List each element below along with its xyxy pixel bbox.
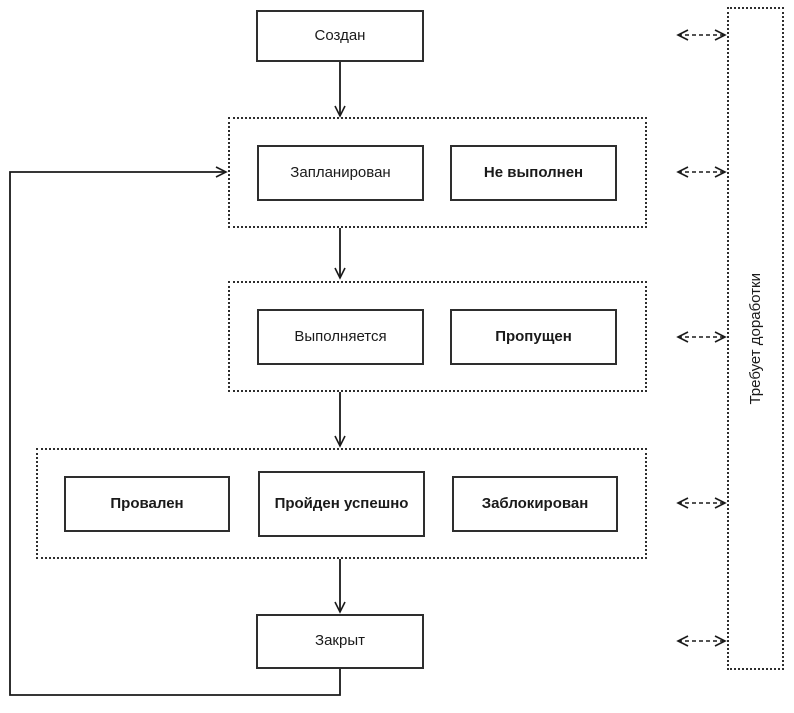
arrow-closed-loop-to-planned-group bbox=[9, 166, 341, 696]
node-closed: Закрыт bbox=[256, 614, 424, 669]
node-passed: Пройден успешно bbox=[258, 471, 425, 537]
node-not-executed-label: Не выполнен bbox=[483, 163, 584, 181]
node-created-label: Создан bbox=[314, 26, 366, 44]
rework-panel: Требует доработки bbox=[727, 7, 784, 670]
node-blocked: Заблокирован bbox=[452, 476, 618, 532]
node-planned: Запланирован bbox=[257, 145, 424, 201]
node-failed: Провален bbox=[64, 476, 230, 532]
node-planned-label: Запланирован bbox=[290, 163, 391, 181]
node-skipped-label: Пропущен bbox=[495, 327, 572, 345]
node-passed-label: Пройден успешно bbox=[274, 494, 409, 512]
node-not-executed: Не выполнен bbox=[450, 145, 617, 201]
rework-panel-label: Требует доработки bbox=[747, 272, 764, 405]
group-planned bbox=[228, 117, 647, 228]
group-result bbox=[36, 448, 647, 559]
node-skipped: Пропущен bbox=[450, 309, 617, 365]
group-executing bbox=[228, 281, 647, 392]
node-closed-label: Закрыт bbox=[315, 632, 365, 650]
node-blocked-label: Заблокирован bbox=[481, 494, 589, 512]
node-executing: Выполняется bbox=[257, 309, 424, 365]
node-created: Создан bbox=[256, 10, 424, 62]
node-failed-label: Провален bbox=[110, 494, 184, 512]
node-executing-label: Выполняется bbox=[294, 327, 387, 345]
